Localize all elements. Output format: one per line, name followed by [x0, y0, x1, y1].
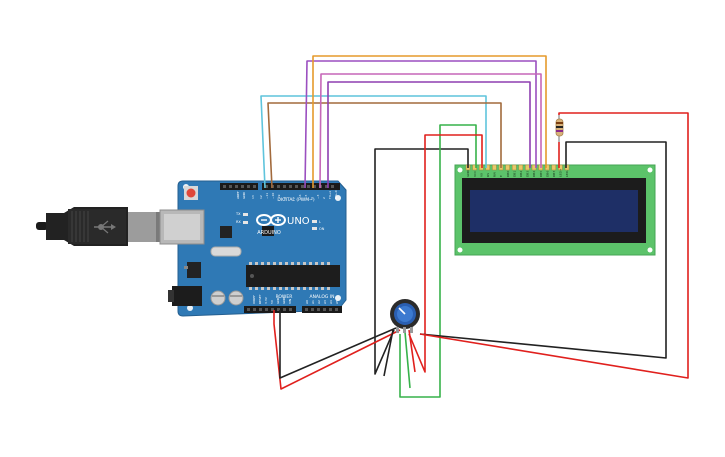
- wire-green-pot[interactable]: [404, 331, 411, 389]
- a3-label: A3: [323, 300, 327, 304]
- power-analog-header[interactable]: [244, 306, 342, 313]
- lcd-pin-label-2: V0: [479, 173, 483, 177]
- on-led-label: ON: [319, 227, 325, 231]
- arduino-uno-board[interactable]: ARDUINO UNO DIGITAL (PWM~) POWER ANALOG …: [159, 180, 347, 317]
- digital-pin-label-11: 2: [322, 197, 326, 199]
- lcd-pin-9[interactable]: [525, 164, 530, 171]
- lcd-pin-label-8: DB2: [519, 171, 523, 177]
- wire-red-pot[interactable]: [408, 329, 416, 373]
- lcd-pin-label-14: LED+: [559, 168, 563, 177]
- digital-pin-label-9: 4: [310, 197, 314, 199]
- wire-purple-2[interactable]: [327, 81, 531, 188]
- digital-pin-label-1: 12: [259, 195, 263, 199]
- lcd-pin-label-0: GND: [466, 169, 470, 177]
- lcd-pin-6[interactable]: [505, 164, 510, 171]
- lcd-pin-label-13: DB7: [552, 171, 556, 177]
- wires[interactable]: [260, 55, 689, 398]
- vin-label: VIN: [288, 299, 292, 304]
- gnd-top-label: GND: [242, 191, 246, 199]
- wire-brown[interactable]: [267, 102, 502, 189]
- lcd-pin-label-11: DB5: [539, 171, 543, 177]
- wire-black-lcd-right[interactable]: [419, 141, 667, 359]
- aref-label: AREF: [236, 191, 240, 199]
- lcd-pin-label-3: RS: [486, 173, 490, 177]
- gnd-bottom-label-1: GND: [276, 296, 280, 304]
- digital-pin-label-2: ~11: [265, 193, 269, 199]
- wire-black-gnd[interactable]: [279, 310, 397, 379]
- analog-label: ANALOG IN: [309, 294, 334, 300]
- wire-red-backlight[interactable]: [419, 112, 689, 379]
- l-led-label: L: [319, 220, 321, 224]
- wire-black-lcd-gnd[interactable]: [374, 148, 469, 375]
- lcd-pin-label-9: DB3: [526, 171, 530, 177]
- lcd-pin-label-12: DB6: [545, 171, 549, 177]
- wire-black-pot[interactable]: [383, 329, 394, 377]
- 5v-label: 5V: [270, 299, 274, 304]
- wire-red-5v[interactable]: [273, 310, 401, 390]
- lcd-pin-label-1: VCC: [473, 171, 477, 177]
- wire-orange[interactable]: [312, 55, 547, 188]
- lcd-pin-8[interactable]: [518, 164, 524, 171]
- wire-red-vcc[interactable]: [408, 134, 483, 373]
- lcd-screen: [470, 190, 638, 232]
- digital-pin-label-3: ~10: [271, 193, 275, 199]
- lcd-pin-label-4: RW: [493, 172, 497, 177]
- lcd-pin-7[interactable]: [511, 164, 517, 171]
- digital-pin-label-13: RX←0: [334, 190, 338, 199]
- a4-label: A4: [329, 300, 333, 304]
- digital-pin-label-0: 13: [251, 195, 255, 199]
- lcd-pin-label-10: DB4: [532, 171, 536, 177]
- lcd-pin-label-7: DB1: [512, 171, 516, 177]
- digital-pin-label-8: ~5: [304, 194, 308, 199]
- potentiometer[interactable]: [390, 299, 420, 333]
- gnd-bottom-label-2: GND: [282, 296, 286, 304]
- lcd-pin-15[interactable]: [564, 164, 570, 171]
- atmega-chip: [246, 262, 340, 290]
- digital-pin-label-10: ~3: [316, 194, 320, 199]
- digital-pin-label-7: ~6: [298, 194, 302, 199]
- reset-button[interactable]: [186, 188, 196, 198]
- lcd-pin-label-5: E: [499, 175, 503, 177]
- uno-label: UNO: [287, 216, 310, 227]
- lcd-pin-label-15: LED-: [565, 170, 569, 177]
- lcd-pin-label-6: DB0: [506, 171, 510, 177]
- usb-icon: [94, 220, 116, 234]
- digital-pin-label-5: 8: [283, 197, 287, 199]
- wire-purple-1[interactable]: [304, 60, 537, 189]
- ioref-label: IOREF: [252, 295, 256, 304]
- wire-green-v0[interactable]: [399, 124, 477, 398]
- a1-label: A1: [311, 300, 315, 304]
- lcd-pin-13[interactable]: [551, 164, 557, 171]
- power-label: POWER: [276, 294, 293, 300]
- digital-pin-label-6: 7: [292, 197, 296, 199]
- rx-led-label: RX: [236, 220, 241, 224]
- digital-pin-label-4: ~9: [277, 194, 281, 199]
- arduino-logo-text: ARDUINO: [257, 230, 281, 236]
- a5-label: A5: [335, 300, 339, 304]
- reset-label: RESET: [258, 294, 262, 304]
- digital-label: DIGITAL (PWM~): [277, 197, 315, 203]
- wire-pink[interactable]: [319, 73, 542, 189]
- digital-header[interactable]: [220, 183, 340, 190]
- resistor[interactable]: [555, 115, 564, 142]
- lcd-pin-4[interactable]: [492, 164, 497, 171]
- 3v3-label: 3.3V: [264, 296, 268, 304]
- a0-label: A0: [305, 300, 309, 304]
- tx-led-label: TX: [235, 212, 241, 216]
- a2-label: A2: [317, 300, 321, 304]
- wire-cyan[interactable]: [260, 95, 487, 189]
- arduino-logo: [256, 214, 286, 226]
- usb-cable[interactable]: [36, 207, 162, 246]
- digital-pin-label-12: TX→1: [328, 191, 332, 200]
